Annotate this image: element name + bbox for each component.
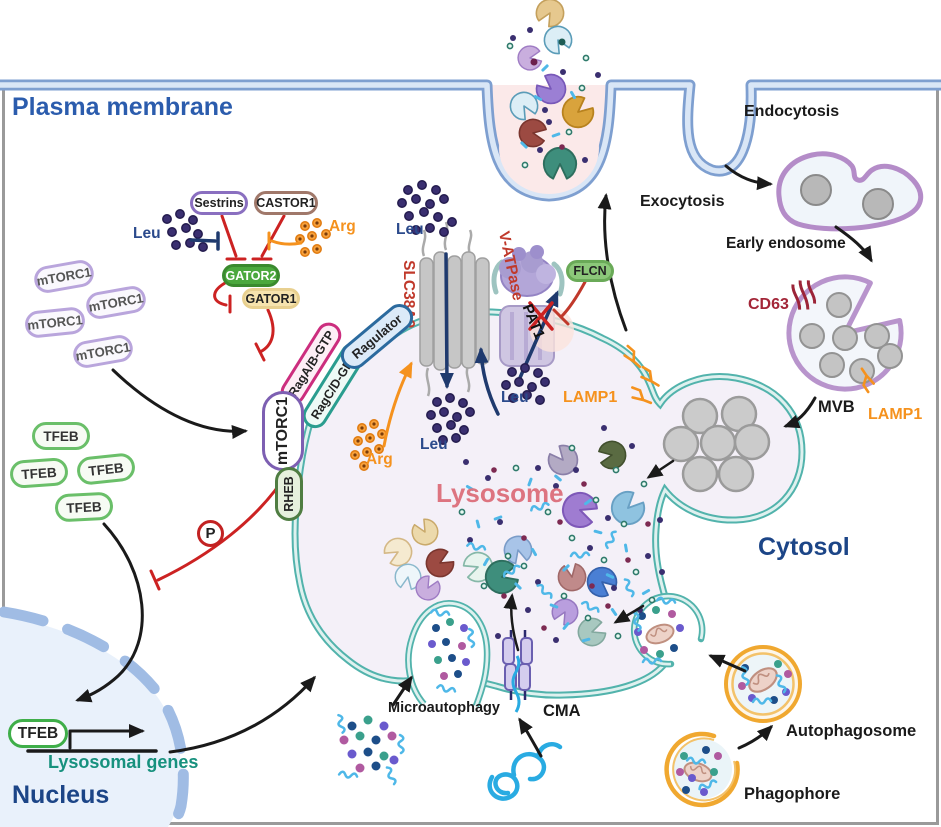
autophagy-fusion-pocket — [630, 592, 706, 668]
phagophore-maturation-arrow — [737, 724, 774, 750]
intraluminal-vesicles — [662, 395, 771, 493]
mvb-label: MVB — [818, 398, 855, 416]
cma-channel — [487, 630, 563, 801]
mvb-organelle — [766, 258, 919, 412]
efflux-arrow — [474, 347, 500, 416]
exocytosed-enzymes — [499, 0, 601, 194]
flcn-inhibition — [552, 280, 587, 326]
microautophagy-label: Microautophagy — [388, 700, 500, 716]
leu-label-4: Leu — [501, 389, 529, 406]
flow-arrows — [26, 164, 873, 758]
plasma-membrane-label: Plasma membrane — [12, 93, 233, 121]
tfeb-pool-pill: TFEB — [9, 457, 69, 489]
transport-arrows — [382, 252, 500, 448]
rheb-pill: RHEB — [275, 467, 303, 521]
gator2-pill: GATOR2 — [222, 264, 280, 287]
early-endosome-label: Early endosome — [726, 235, 846, 252]
flcn-pill: FLCN — [566, 260, 614, 282]
cell-frame — [2, 88, 939, 825]
arg-label-1: Arg — [329, 218, 356, 235]
mvb-to-lysosome-arrow — [783, 396, 817, 429]
castor1-pill: CASTOR1 — [254, 191, 318, 215]
cup-cargo — [631, 595, 684, 665]
pocket-cargo — [428, 607, 476, 696]
mtorc1-membrane-pill: mTORC1 — [262, 391, 304, 471]
unfolded-protein-icon — [487, 742, 563, 801]
lysosomal-genes-label: Lysosomal genes — [48, 752, 199, 772]
microautophagy-arrow — [391, 675, 413, 707]
leu-label-2: Leu — [396, 221, 424, 238]
phagophore-label: Phagophore — [744, 785, 841, 803]
autophagosome-label: Autophagosome — [786, 722, 917, 740]
leu-label-1: Leu — [133, 225, 161, 242]
transcription-arrow — [68, 731, 142, 750]
cytosolic-cargo-cluster — [335, 713, 405, 787]
slc38a9-transporter — [419, 221, 490, 397]
arg-inhibits-castor1 — [267, 231, 303, 251]
leu-import-arrow — [439, 252, 454, 389]
phospho-badge: P — [197, 520, 224, 547]
arg-sensing-arrow — [382, 361, 413, 448]
autophagosome-organelle — [724, 645, 802, 723]
lamp1-label-lysosome: LAMP1 — [563, 389, 618, 406]
sestrins-pill: Sestrins — [190, 191, 248, 215]
cma-arrow — [518, 717, 543, 758]
nucleus-organelle — [0, 606, 189, 827]
endocytosis-arrow — [724, 164, 773, 191]
phagophore-organelle — [664, 731, 740, 808]
cd63-label: CD63 — [748, 296, 789, 313]
cd63-icon — [791, 280, 817, 310]
exocytosis-label: Exocytosis — [640, 193, 725, 210]
tfeb-pool-pill: TFEB — [54, 491, 114, 523]
blocked-x-icon — [528, 301, 554, 331]
cma-label: CMA — [543, 702, 581, 720]
tfeb-to-nucleus-arrow — [75, 522, 144, 703]
early-endosome-organelle — [776, 151, 924, 232]
leu-label-3: Leu — [420, 436, 448, 453]
endosome-to-mvb-arrow — [834, 225, 873, 263]
endocytosis-label: Endocytosis — [744, 103, 840, 120]
arg-label-2: Arg — [366, 451, 393, 468]
tfeb-pool-pill: TFEB — [32, 422, 90, 450]
lamp1-label-mvb: LAMP1 — [868, 406, 923, 423]
mtorc1-recruitment-arrow — [111, 368, 248, 439]
lysosome-label: Lysosome — [436, 478, 564, 508]
tfeb-nuclear-pill: TFEB — [8, 719, 68, 748]
leu-inhibits-sestrins — [189, 231, 220, 251]
cytosol-label: Cytosol — [758, 533, 850, 561]
autophagosome-fusion-arrow — [708, 654, 747, 673]
lysosome-biogenesis-arrow — [168, 675, 316, 754]
nucleus-label: Nucleus — [12, 781, 110, 809]
v-atpase-complex — [491, 245, 565, 367]
microautophagy-pocket — [405, 600, 491, 708]
gator1-pill: GATOR1 — [242, 288, 300, 309]
